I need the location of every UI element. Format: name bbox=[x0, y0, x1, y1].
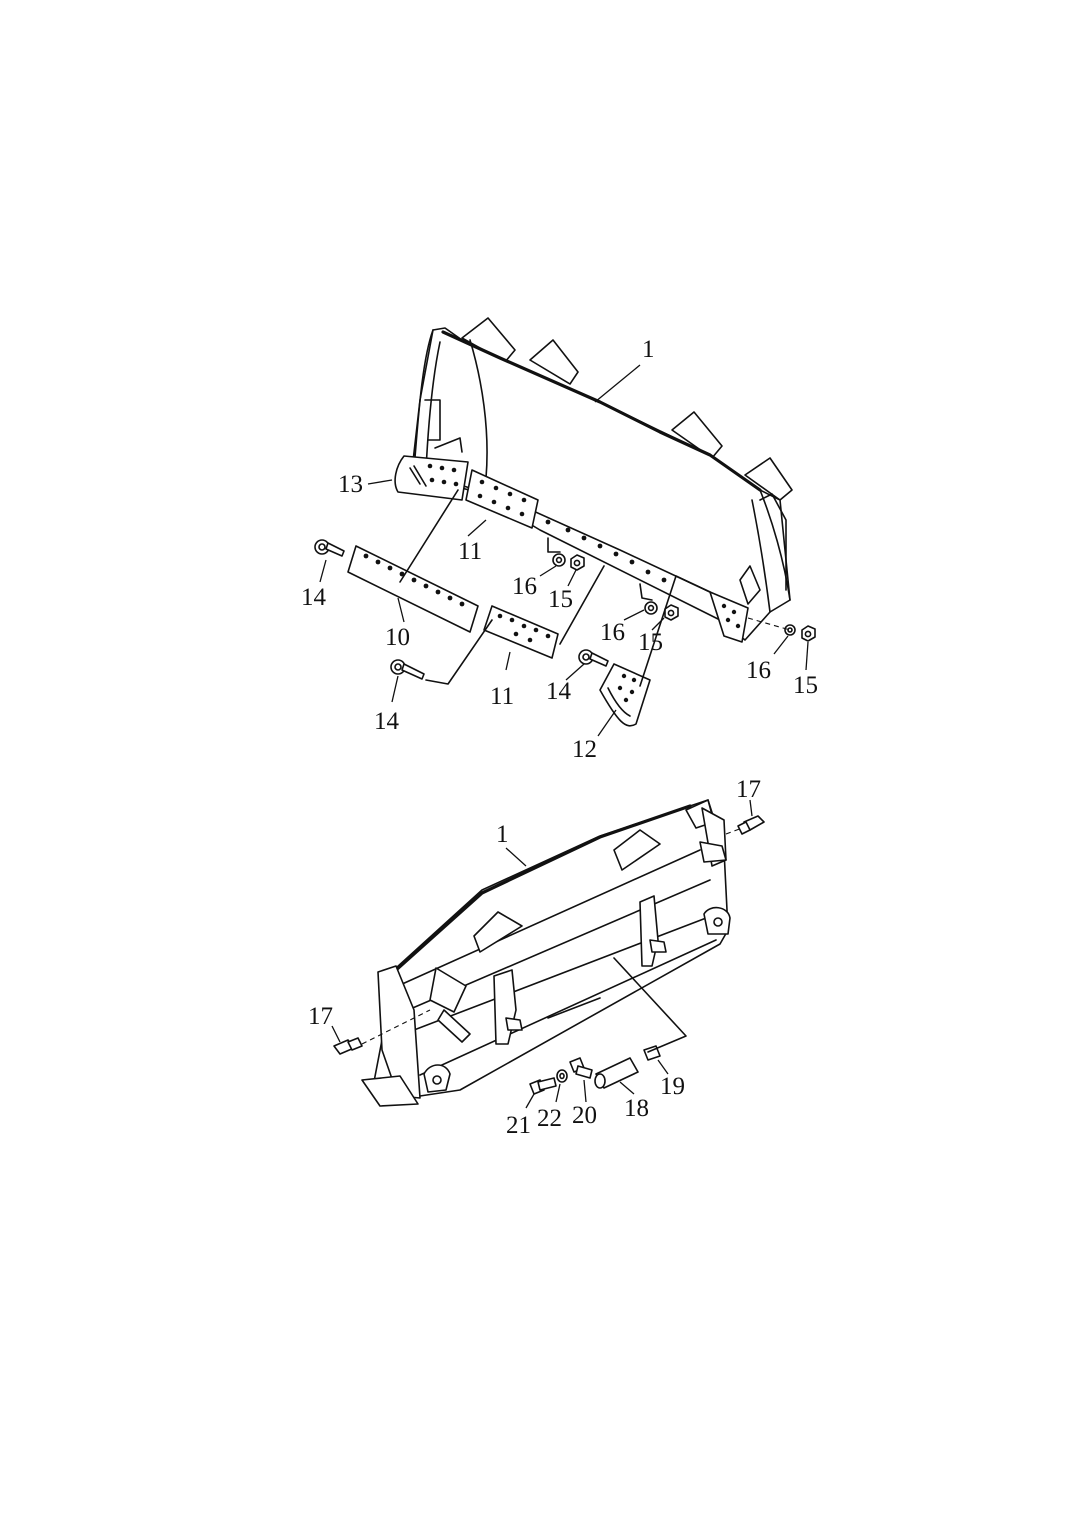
washer-16-b bbox=[644, 601, 658, 615]
cutting-edge-10 bbox=[347, 545, 479, 633]
blade-front-view bbox=[314, 317, 816, 727]
trunnion-right bbox=[639, 895, 667, 967]
callout-labels-bottom: 1 17 17 19 18 21 22 20 bbox=[308, 776, 761, 1139]
callout-11-cutting-edge: 11 bbox=[490, 683, 514, 710]
callout-13-end-bit: 13 bbox=[338, 471, 363, 498]
callout-19-fitting: 19 bbox=[660, 1073, 685, 1100]
blade-rear-top-edge bbox=[394, 804, 692, 972]
callout-20-bolt: 20 bbox=[572, 1102, 597, 1129]
bolt-21 bbox=[529, 1077, 557, 1095]
bolt-14-left bbox=[314, 539, 345, 557]
bolt-20 bbox=[569, 1057, 593, 1079]
blade-rear-view bbox=[361, 799, 731, 1107]
nut-15-a bbox=[570, 554, 585, 571]
blade-ribs-top bbox=[461, 317, 793, 501]
callout-16-washer: 16 bbox=[512, 573, 537, 600]
callout-1-blade: 1 bbox=[496, 821, 509, 848]
callout-15-nut: 15 bbox=[638, 629, 663, 656]
callout-15-nut: 15 bbox=[548, 586, 573, 613]
nut-15-c bbox=[801, 625, 816, 642]
end-bit-12 bbox=[599, 663, 651, 727]
grease-fitting-17-left bbox=[333, 1037, 363, 1055]
top-leader-lines bbox=[319, 364, 809, 737]
callout-17-fitting: 17 bbox=[308, 1003, 333, 1030]
cutting-edge-11-mounted bbox=[465, 469, 539, 529]
callout-11-cutting-edge: 11 bbox=[458, 538, 482, 565]
callout-12-end-bit: 12 bbox=[572, 736, 597, 763]
grease-fitting-17-right bbox=[737, 815, 765, 835]
callout-14-bolt: 14 bbox=[301, 584, 327, 611]
blade-top-edge bbox=[441, 330, 762, 492]
washer-16-c bbox=[784, 624, 796, 636]
callout-10-cutting-edge: 10 bbox=[385, 624, 410, 651]
callout-14-bolt: 14 bbox=[546, 678, 572, 705]
callout-15-nut: 15 bbox=[793, 672, 818, 699]
callout-22-washer: 22 bbox=[537, 1105, 562, 1132]
end-bit-left bbox=[394, 455, 469, 501]
callout-17-fitting: 17 bbox=[736, 776, 761, 803]
trunnion-left bbox=[493, 969, 523, 1045]
callout-14-bolt: 14 bbox=[374, 708, 400, 735]
cutting-edge-11-exploded bbox=[483, 605, 559, 659]
bolt-14-mid bbox=[578, 649, 609, 667]
callout-labels-top: 1 13 11 14 10 16 15 16 15 16 15 11 14 14… bbox=[301, 336, 818, 763]
bottom-leader-lines bbox=[331, 799, 753, 1109]
nut-15-b bbox=[664, 604, 679, 621]
blade-bolt-holes bbox=[545, 519, 667, 583]
callout-21-bolt: 21 bbox=[506, 1112, 531, 1139]
bolt-14-bottom bbox=[390, 659, 425, 680]
end-bit-right-mounted bbox=[709, 591, 749, 643]
washer-16-a bbox=[552, 553, 566, 567]
callout-18-pin: 18 bbox=[624, 1095, 649, 1122]
pin-18 bbox=[594, 1057, 639, 1089]
washer-22 bbox=[556, 1069, 568, 1083]
callout-1-blade: 1 bbox=[642, 336, 655, 363]
callout-16-washer: 16 bbox=[600, 619, 625, 646]
fitting-19 bbox=[643, 1045, 661, 1061]
callout-16-washer: 16 bbox=[746, 657, 771, 684]
